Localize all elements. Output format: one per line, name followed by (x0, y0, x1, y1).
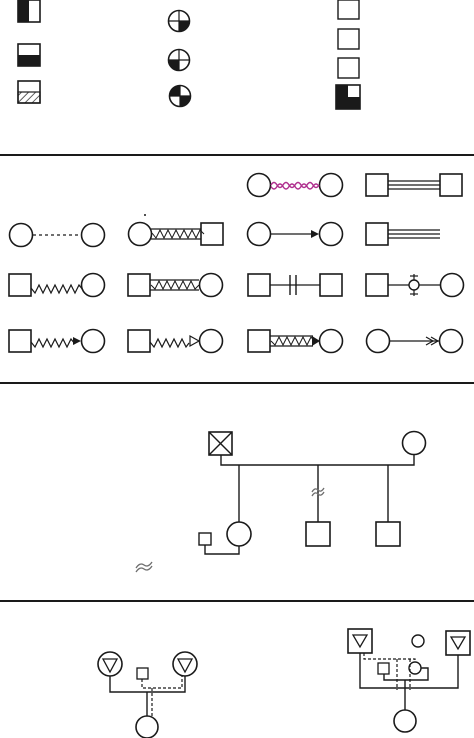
section-relationship-line-symbols (8, 172, 465, 354)
section-triangle-pedigrees (97, 628, 471, 738)
dashed-link (141, 676, 183, 689)
square-left-half-filled (17, 0, 41, 23)
dashed-link (363, 653, 416, 662)
father-square-with-x (208, 431, 233, 456)
square-with-triangle (445, 630, 471, 656)
wavy-mark (311, 487, 325, 497)
arrow-line (246, 221, 344, 247)
circle-with-triangle (172, 651, 198, 677)
circle-top-left-and-bottom-right-quarters-filled (168, 84, 192, 108)
small-circle (411, 634, 425, 648)
small-square (136, 667, 149, 680)
couple-line (359, 653, 459, 689)
wavy-mark (135, 561, 153, 573)
cut-off-double-bar (247, 273, 343, 297)
square-bottom-half-filled (17, 43, 41, 67)
square-bottom-half-hatched (17, 80, 41, 104)
child-circle (393, 709, 417, 733)
wavy-line-between-circles (246, 172, 344, 198)
zigzag-line (8, 272, 106, 298)
square-empty (337, 28, 360, 50)
circle-bottom-right-quarter-filled (167, 9, 191, 33)
dashed-line (8, 222, 106, 248)
son-square (375, 521, 401, 547)
zigzag-in-parallel-lines-with-arrow (247, 328, 344, 354)
circle-with-triangle (97, 651, 123, 677)
zigzag-with-arrow (8, 328, 106, 354)
marriage-line (220, 455, 415, 466)
double-open-arrow (365, 328, 464, 354)
child-circle (135, 715, 159, 738)
square-bottom-right-quarter-filled (335, 84, 361, 110)
triple-line-between-squares (365, 173, 463, 197)
zigzag-in-parallel-lines (127, 272, 224, 298)
square-empty (337, 57, 360, 79)
section-individual-status-symbols (17, 0, 361, 110)
mother-circle (401, 430, 427, 456)
zigzag-in-parallel-lines (127, 214, 224, 247)
circle-bottom-left-quarter-filled (167, 48, 191, 72)
triple-line-one-square (365, 222, 440, 246)
daughter-circle (226, 521, 252, 547)
couple-line (383, 667, 429, 681)
zigzag-with-open-arrow (127, 328, 224, 354)
small-square (377, 662, 390, 675)
partner-line (204, 545, 240, 555)
square-empty (337, 0, 360, 20)
small-square-connected (198, 532, 212, 546)
circle-with-crosses-on-line (365, 272, 465, 298)
section-family-tree-example (135, 430, 427, 573)
small-circle (408, 661, 422, 675)
son-square (305, 521, 331, 547)
square-with-triangle (347, 628, 373, 654)
